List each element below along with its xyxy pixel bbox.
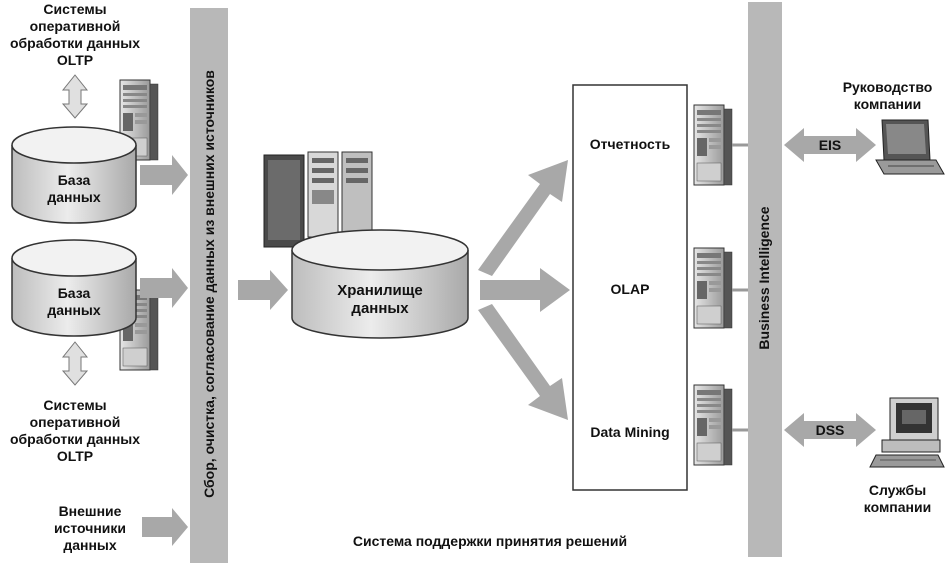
eis-label: EIS bbox=[818, 137, 842, 153]
analysis-box bbox=[572, 84, 688, 491]
oltp-bottom-label: Системы оперативной обработки данных OLT… bbox=[9, 397, 141, 464]
arrow-etl-to-warehouse bbox=[238, 270, 288, 310]
bi-bar-label: Business Intelligence bbox=[756, 206, 772, 350]
bi-bar bbox=[748, 2, 782, 557]
warehouse-label: Хранилище данных bbox=[337, 282, 423, 317]
oltp-top-label: Системы оперативной обработки данных OLT… bbox=[9, 1, 141, 68]
arrow-warehouse-to-datamining bbox=[478, 304, 568, 420]
warehouse-servers bbox=[263, 151, 373, 248]
arrow-warehouse-to-olap bbox=[480, 268, 570, 312]
services-label: Службы компании bbox=[863, 482, 932, 515]
arrow-db1-to-etl bbox=[140, 155, 188, 195]
warehouse-cylinder bbox=[291, 229, 469, 339]
arrow-db2-to-etl bbox=[140, 268, 188, 308]
dss-arrow bbox=[784, 413, 876, 447]
eis-arrow bbox=[784, 128, 876, 162]
oltp-db-arrow-bottom bbox=[61, 341, 89, 386]
analysis-item-olap: OLAP bbox=[610, 281, 650, 297]
arrow-external-to-etl bbox=[142, 508, 188, 546]
db1-label: База данных bbox=[47, 172, 101, 205]
database-cylinder-2 bbox=[11, 239, 137, 337]
dss-label: DSS bbox=[815, 422, 845, 438]
etl-bar bbox=[190, 8, 228, 563]
db2-label: База данных bbox=[47, 285, 101, 318]
analysis-item-datamining: Data Mining bbox=[590, 424, 670, 440]
diagram-caption: Система поддержки принятия решений bbox=[352, 533, 628, 549]
olap-server bbox=[693, 247, 733, 329]
reporting-server bbox=[693, 104, 733, 186]
external-sources-label: Внешние источники данных bbox=[53, 503, 127, 553]
etl-bar-label: Сбор, очистка, согласование данных из вн… bbox=[201, 70, 217, 498]
datamining-server bbox=[693, 384, 733, 466]
desktop-pc-icon bbox=[869, 397, 945, 468]
laptop-icon bbox=[875, 119, 945, 175]
database-cylinder-1 bbox=[11, 126, 137, 224]
oltp-db-arrow-top bbox=[61, 74, 89, 119]
management-label: Руководство компании bbox=[842, 79, 933, 112]
analysis-item-reporting: Отчетность bbox=[589, 136, 671, 152]
arrow-warehouse-to-reporting bbox=[478, 160, 568, 276]
